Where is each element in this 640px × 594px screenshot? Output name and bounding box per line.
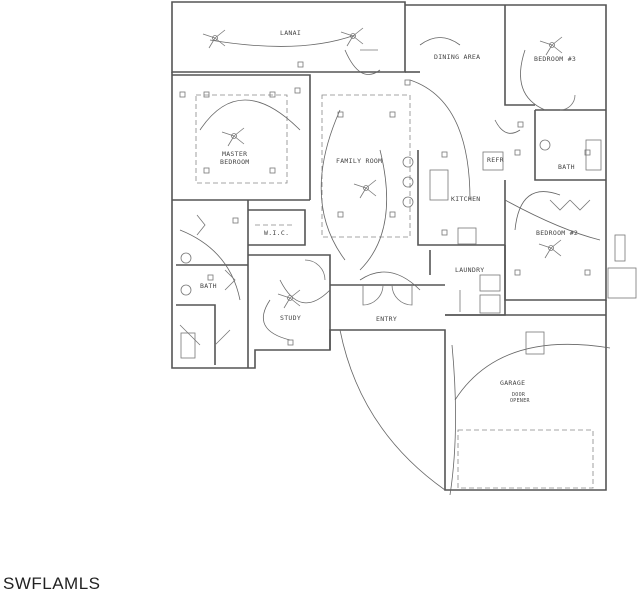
label-door-opener-2: OPENER	[510, 398, 531, 404]
label-study: STUDY	[280, 314, 301, 322]
interior-walls	[172, 5, 606, 368]
label-door-opener-1: DOOR	[512, 392, 526, 398]
label-bath-left: BATH	[200, 282, 217, 290]
ceiling-fans	[202, 27, 563, 309]
kitchen-island	[402, 151, 504, 245]
label-master-2: BEDROOM	[220, 158, 250, 166]
label-family: FAMILY ROOM	[336, 157, 382, 165]
label-dining: DINING AREA	[434, 53, 480, 61]
master-ceiling-outline	[195, 94, 288, 184]
label-entry: ENTRY	[376, 315, 397, 323]
label-kitchen: KITCHEN	[451, 195, 481, 203]
label-master-1: MASTER	[222, 150, 247, 158]
label-bedroom3: BEDROOM #3	[534, 55, 576, 63]
label-refr: REFR	[487, 156, 504, 164]
garage-door-outline	[457, 429, 594, 489]
light-fixtures	[179, 61, 591, 346]
label-garage: GARAGE	[500, 379, 525, 387]
door-swings	[179, 49, 591, 346]
electrical-wiring	[179, 34, 611, 496]
label-lanai: LANAI	[280, 29, 301, 37]
watermark: SWFLAMLS	[3, 574, 101, 593]
family-room-ceiling-outline	[321, 94, 411, 238]
label-wic: W.I.C.	[264, 229, 289, 237]
label-bath-right: BATH	[558, 163, 575, 171]
label-bedroom2: BEDROOM #2	[536, 229, 578, 237]
label-laundry: LAUNDRY	[455, 266, 485, 274]
bath-fixtures	[180, 139, 637, 359]
room-labels: LANAI DINING AREA BEDROOM #3 MASTER BEDR…	[200, 29, 578, 404]
